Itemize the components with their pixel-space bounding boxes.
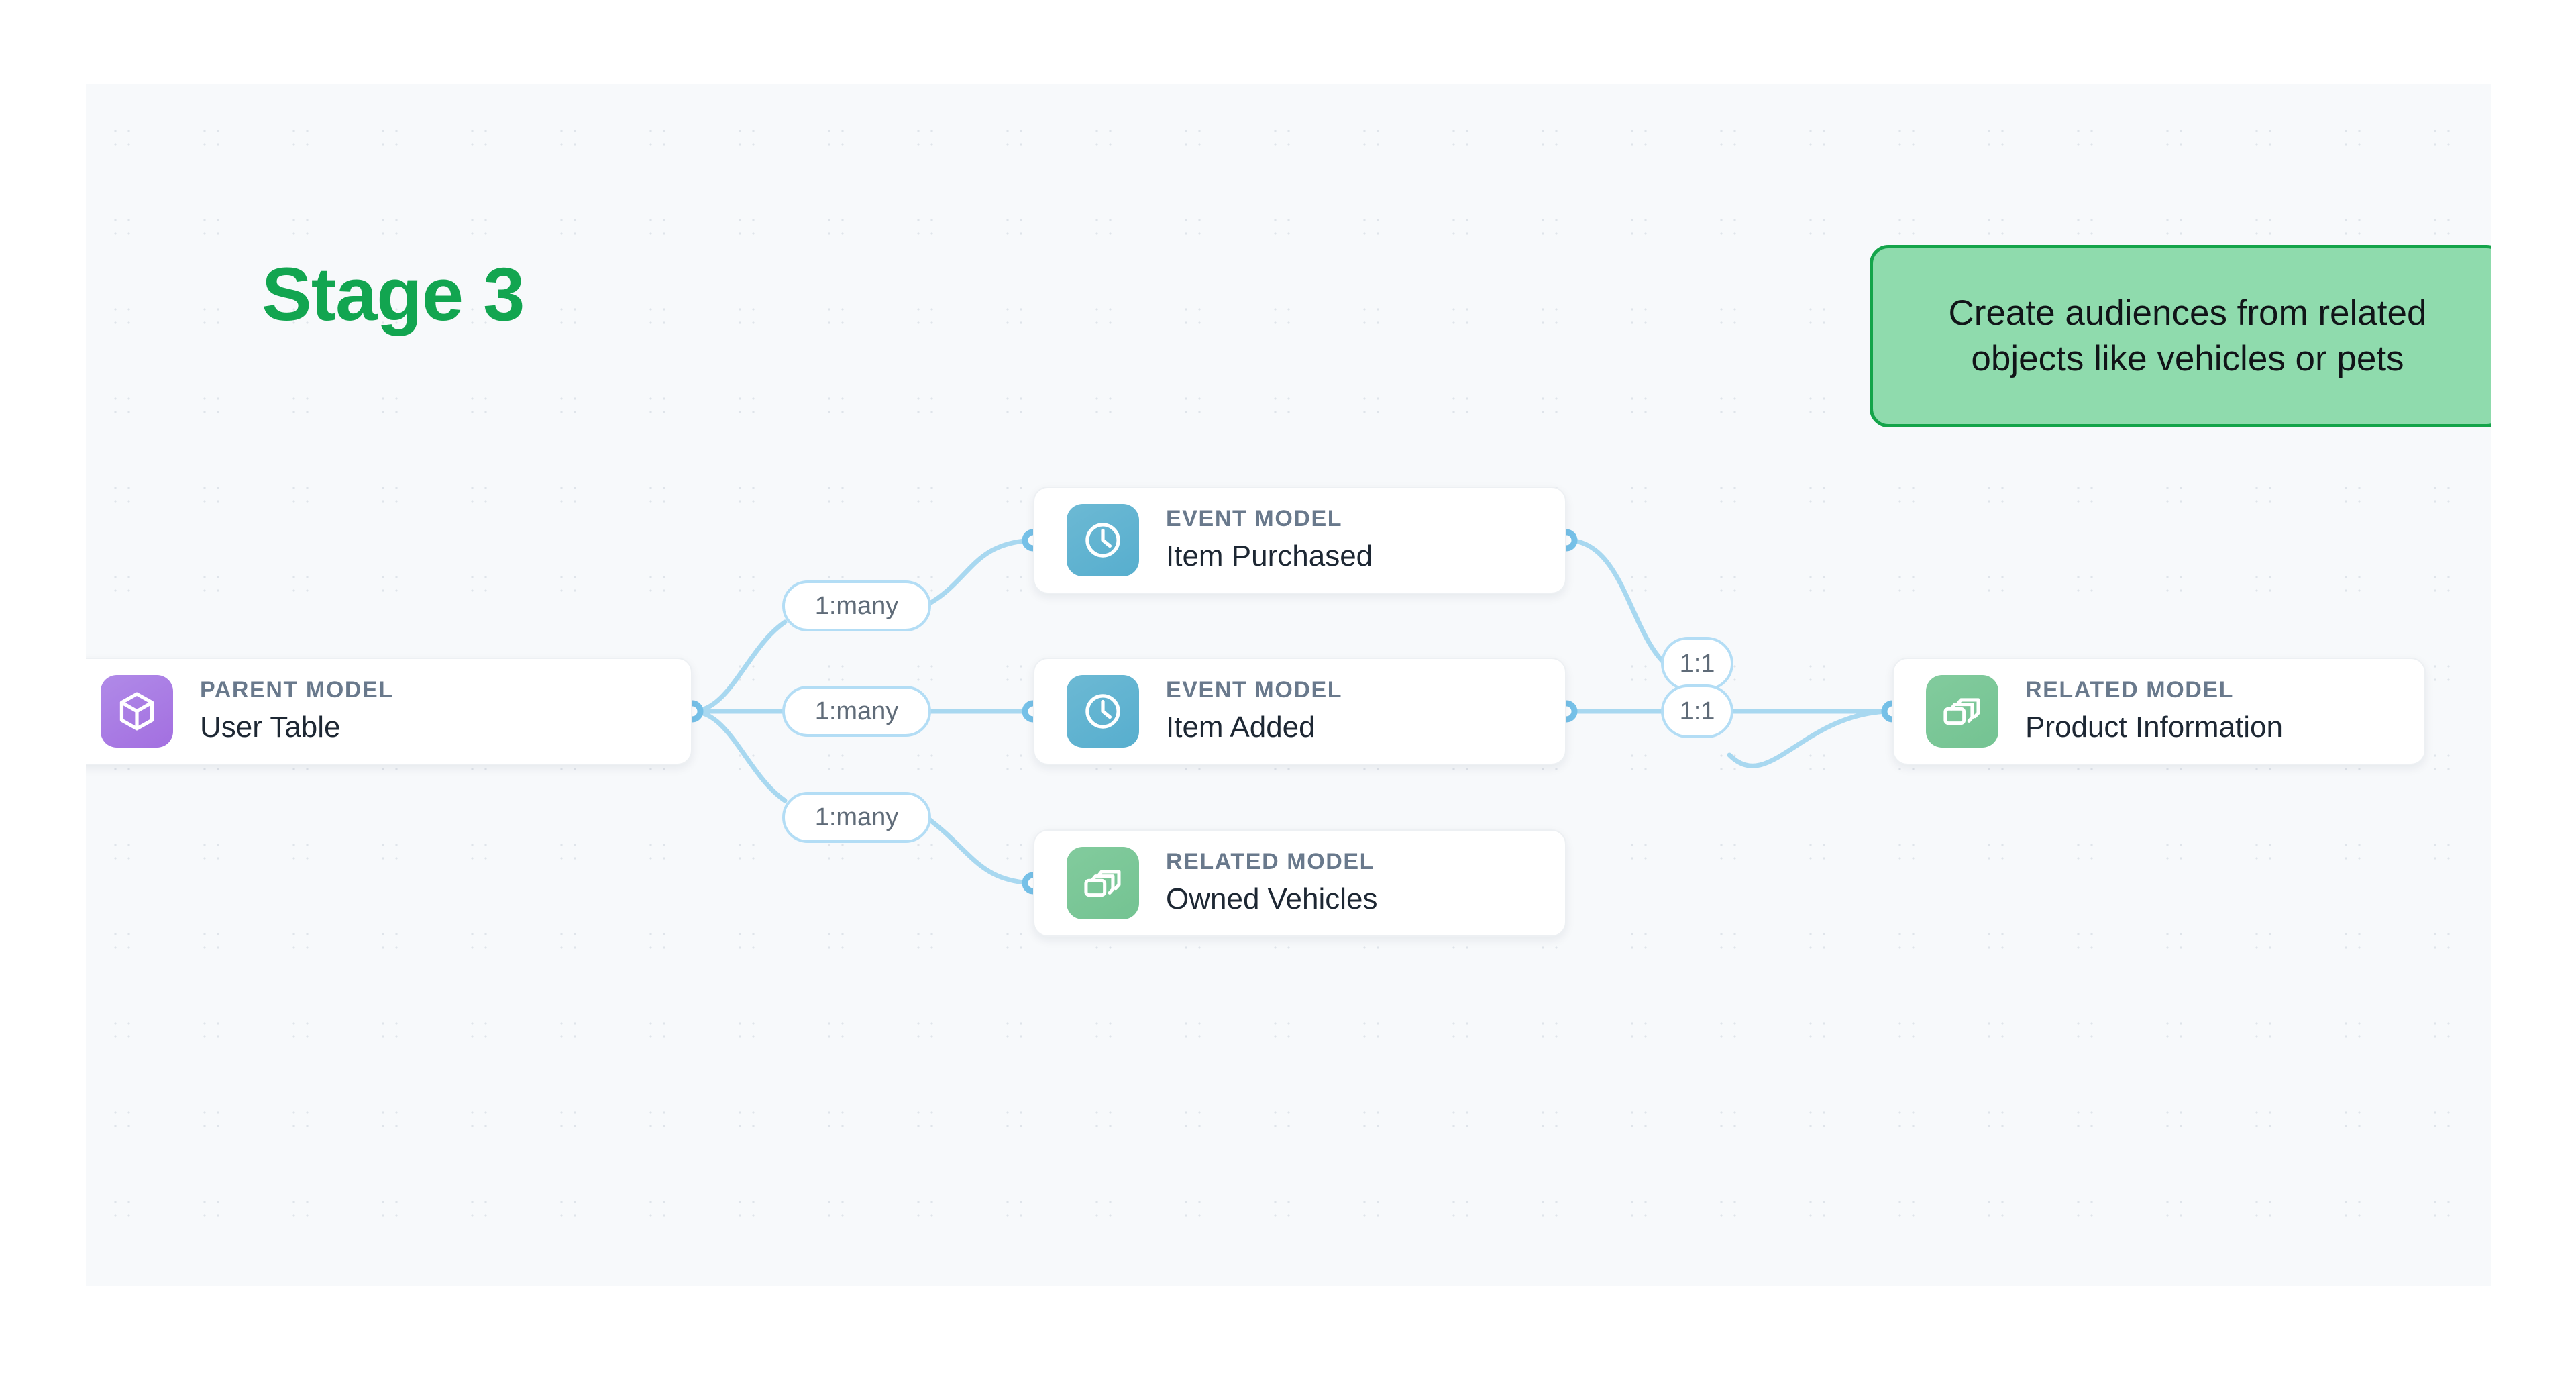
relationship-label: 1:1: [1679, 649, 1715, 678]
layers-icon: [1926, 675, 1998, 748]
edge-item-purchased-to-product-information-b: [1727, 709, 1895, 768]
node-kind-label: RELATED MODEL: [1166, 849, 1375, 875]
node-item-purchased[interactable]: EVENT MODEL Item Purchased: [1033, 487, 1566, 594]
clock-icon: [1067, 504, 1139, 576]
node-kind-label: EVENT MODEL: [1166, 677, 1343, 703]
node-text: RELATED MODEL Product Information: [2025, 676, 2283, 747]
stage-title: Stage 3: [262, 252, 525, 336]
layers-icon: [1067, 847, 1139, 919]
clock-icon: [1067, 675, 1139, 748]
edge-item-purchased-to-product-information-a: [1564, 538, 1666, 665]
relationship-pill-11-item-added[interactable]: 1:1: [1661, 684, 1733, 738]
node-name-label: Owned Vehicles: [1166, 882, 1378, 915]
relationship-pill-11-item-purchased[interactable]: 1:1: [1661, 637, 1733, 691]
node-product-information[interactable]: RELATED MODEL Product Information: [1892, 658, 2426, 765]
callout-box: Create audiences from related objects li…: [1870, 245, 2491, 427]
edge-user-table-to-owned-vehicles-b: [924, 815, 1036, 886]
node-kind-label: EVENT MODEL: [1166, 506, 1343, 532]
node-name-label: User Table: [200, 710, 341, 744]
cube-icon: [101, 675, 173, 748]
relationship-label: 1:many: [814, 803, 899, 831]
edge-user-table-to-item-purchased-a: [690, 619, 788, 714]
node-name-label: Item Purchased: [1166, 539, 1373, 572]
diagram-canvas[interactable]: Stage 3 Create audiences from related ob…: [86, 84, 2491, 1286]
relationship-label: 1:1: [1679, 697, 1715, 725]
relationship-pill-1many-owned-vehicles[interactable]: 1:many: [782, 792, 931, 843]
relationship-label: 1:many: [814, 591, 899, 620]
relationship-label: 1:many: [814, 697, 899, 725]
edge-user-table-to-item-purchased-b: [924, 538, 1036, 608]
node-text: EVENT MODEL Item Added: [1166, 676, 1342, 747]
relationship-pill-1many-item-purchased[interactable]: 1:many: [782, 580, 931, 631]
node-name-label: Product Information: [2025, 710, 2283, 744]
node-kind-label: PARENT MODEL: [200, 677, 394, 703]
node-owned-vehicles[interactable]: RELATED MODEL Owned Vehicles: [1033, 829, 1566, 937]
callout-text: Create audiences from related objects li…: [1948, 293, 2427, 378]
node-name-label: Item Added: [1166, 710, 1316, 744]
node-user-table[interactable]: PARENT MODEL User Table: [86, 658, 692, 765]
node-text: PARENT MODEL User Table: [200, 676, 394, 747]
node-text: RELATED MODEL Owned Vehicles: [1166, 848, 1378, 919]
node-kind-label: RELATED MODEL: [2025, 677, 2235, 703]
node-item-added[interactable]: EVENT MODEL Item Added: [1033, 658, 1566, 765]
relationship-pill-1many-item-added[interactable]: 1:many: [782, 686, 931, 737]
edge-user-table-to-owned-vehicles-a: [690, 709, 788, 803]
node-text: EVENT MODEL Item Purchased: [1166, 505, 1373, 576]
